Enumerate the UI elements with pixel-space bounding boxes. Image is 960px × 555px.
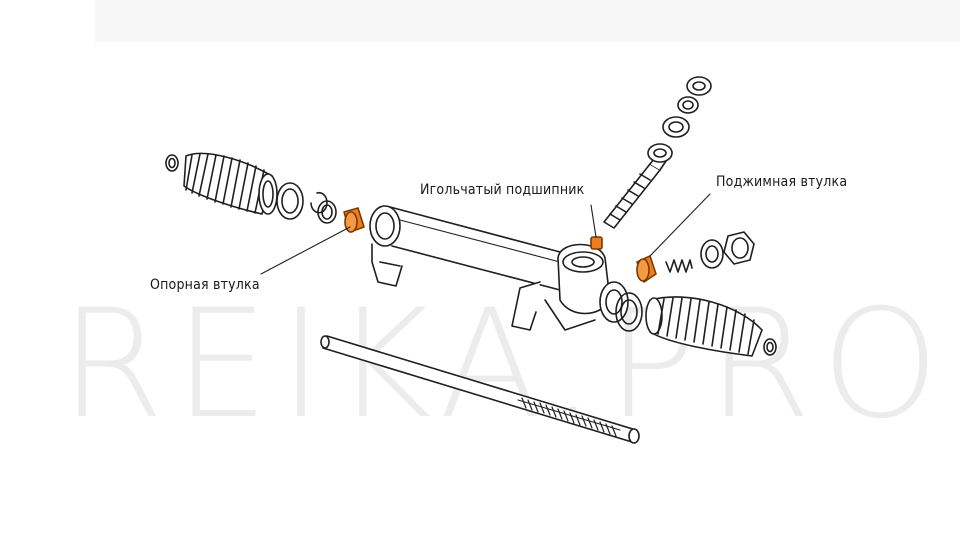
left-seal-ring	[276, 182, 304, 220]
clamp-bushing	[636, 255, 657, 283]
needle-bearing	[590, 236, 603, 250]
clamp-bushing-leader	[649, 193, 711, 257]
support-bushing-label: Опорная втулка	[150, 277, 260, 293]
clamp-bushing-label: Поджимная втулка	[716, 174, 848, 190]
adjuster-nut	[700, 239, 724, 269]
support-bushing	[343, 207, 365, 233]
needle-bearing-label: Игольчатый подшипник	[420, 182, 585, 198]
steering-rack-bar	[320, 335, 640, 444]
left-retaining-clips	[310, 191, 337, 224]
support-bushing-leader	[260, 226, 351, 275]
pinion-housing	[544, 243, 629, 331]
adjuster-spring	[665, 259, 693, 273]
right-seal-ring	[615, 292, 643, 332]
left-end-clip	[165, 154, 179, 172]
right-boot	[645, 296, 763, 357]
adjuster-cap	[723, 231, 755, 265]
rack-housing	[369, 205, 561, 331]
right-end-clip	[763, 338, 777, 356]
pinion-bearing-stack	[647, 76, 712, 163]
left-boot	[183, 152, 278, 215]
needle-bearing-leader	[590, 204, 597, 238]
top-band	[95, 0, 960, 42]
